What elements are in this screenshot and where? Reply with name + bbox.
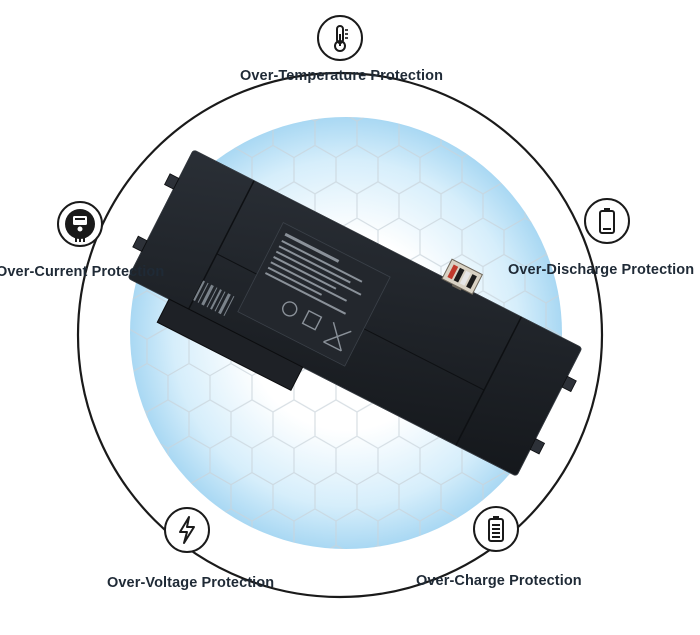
lightning-badge xyxy=(164,507,210,553)
battery-full-badge xyxy=(473,506,519,552)
label-over-voltage: Over-Voltage Protection xyxy=(107,575,275,591)
label-over-current: Over-Current Protection xyxy=(0,264,165,280)
lightning-icon xyxy=(179,516,195,544)
battery-full-icon xyxy=(488,516,504,542)
label-over-temperature: Over-Temperature Protection xyxy=(240,68,444,84)
laptop-battery-image xyxy=(128,150,582,476)
meter-icon xyxy=(65,209,95,242)
label-over-charge: Over-Charge Protection xyxy=(416,573,582,589)
thermometer-icon xyxy=(334,25,348,52)
thermometer-badge xyxy=(317,15,363,61)
battery-low-badge xyxy=(584,198,630,244)
label-over-discharge: Over-Discharge Protection xyxy=(508,262,695,278)
meter-badge xyxy=(57,201,103,247)
protection-ring xyxy=(76,71,604,599)
battery-low-icon xyxy=(599,208,615,234)
